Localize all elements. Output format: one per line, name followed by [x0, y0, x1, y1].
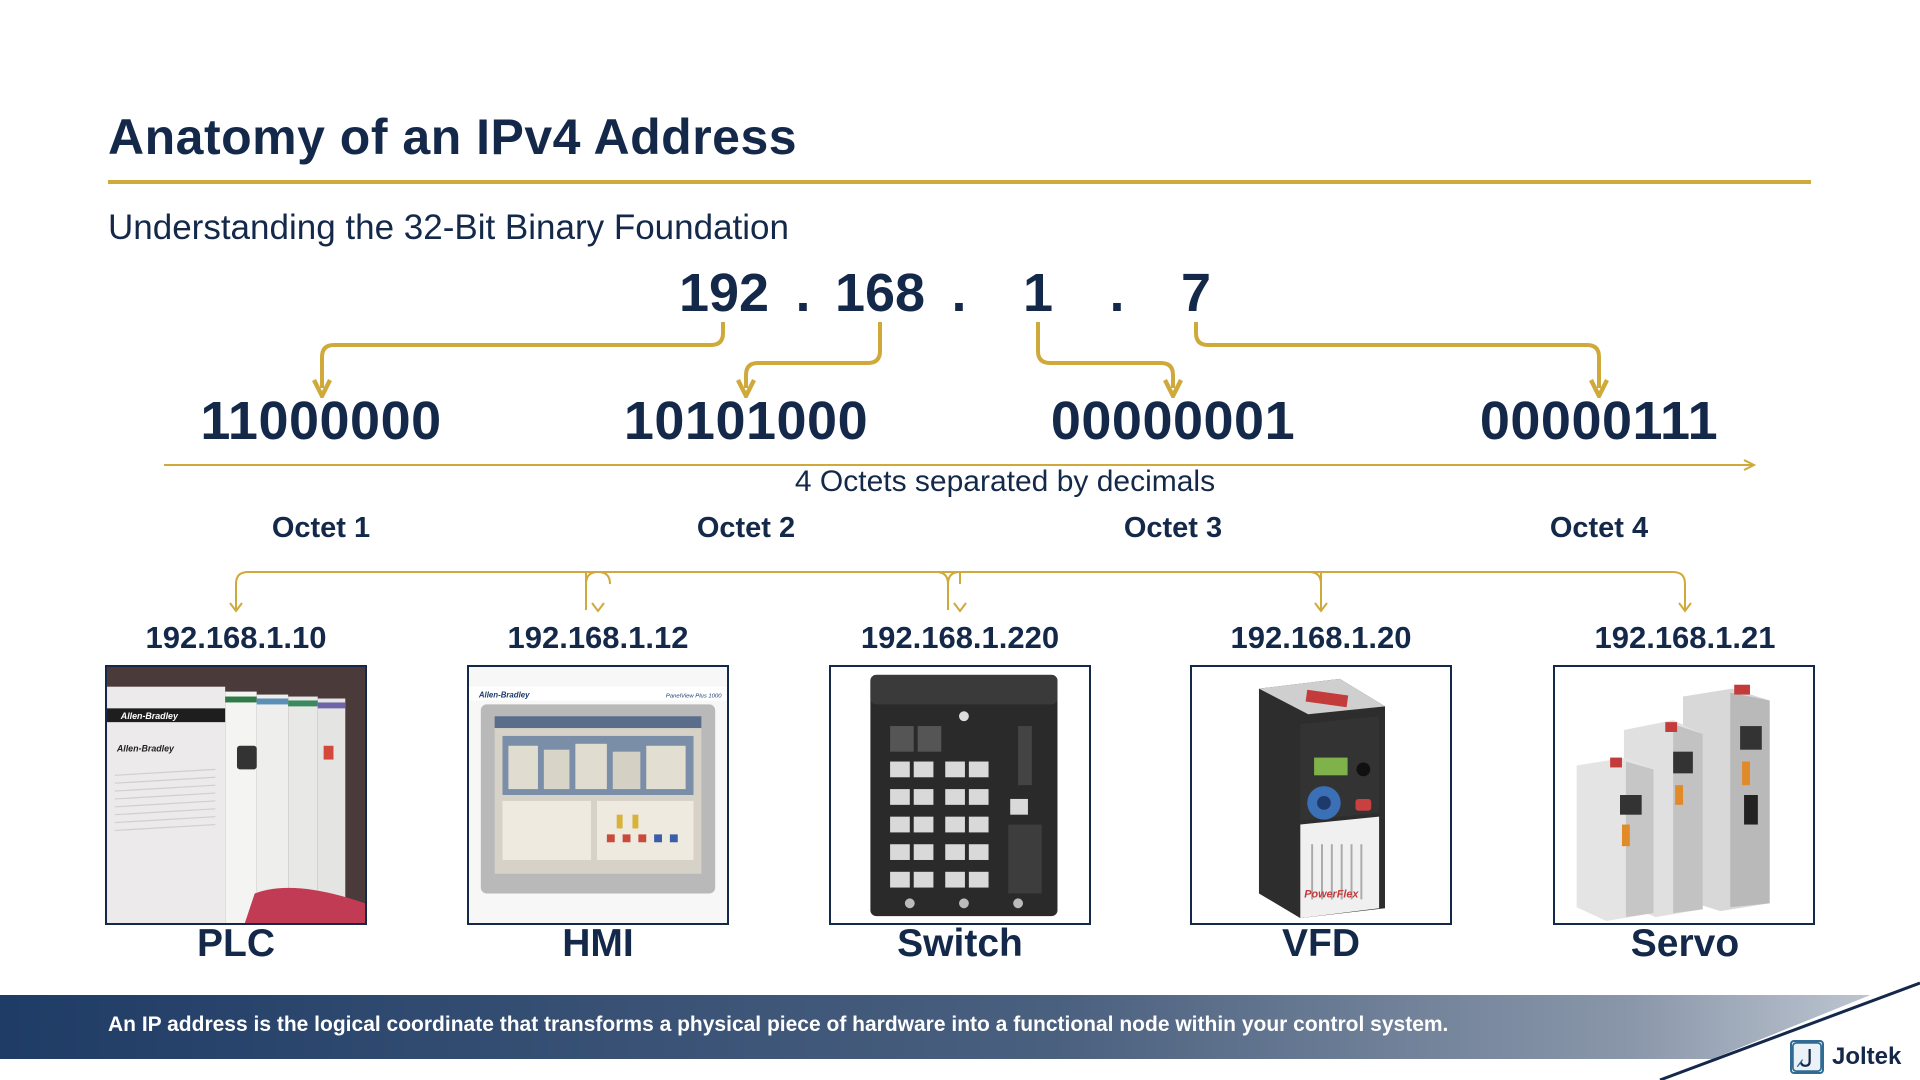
slide-subtitle: Understanding the 32-Bit Binary Foundati… [108, 208, 789, 247]
logo-text: Joltek [1832, 1043, 1902, 1070]
plc-brand-label-1: Allen-Bradley [120, 711, 179, 721]
arrow-octet-2 [746, 322, 882, 388]
device-name-vfd: VFD [1282, 922, 1360, 965]
binary-octet-2: 10101000 [623, 391, 869, 451]
switch-image [829, 665, 1091, 925]
device-ip-switch: 192.168.1.220 [860, 620, 1060, 655]
plc-brand-label-2: Allen-Bradley [116, 744, 175, 754]
hmi-brand-label: Allen-Bradley [478, 691, 530, 700]
ip-octet-1: 192 [678, 263, 770, 323]
device-name-servo: Servo [1630, 922, 1740, 965]
octet-label-3: Octet 3 [1123, 512, 1223, 544]
octet-label-1: Octet 1 [271, 512, 371, 544]
joltek-logo-icon [1790, 1040, 1824, 1074]
plc-illustration: Allen-Bradley Allen-Bradley [107, 667, 365, 923]
ip-dot-1: . [795, 263, 811, 323]
device-ip-vfd: 192.168.1.20 [1230, 620, 1412, 655]
hmi-image: Allen-Bradley PanelView Plus 1000 [467, 665, 729, 925]
binary-octet-3: 00000001 [1050, 391, 1296, 451]
hmi-model-label: PanelView Plus 1000 [666, 694, 722, 700]
plc-image: Allen-Bradley Allen-Bradley [105, 665, 367, 925]
octet-label-4: Octet 4 [1549, 512, 1649, 544]
footer-bar [0, 995, 1920, 1059]
device-name-switch: Switch [897, 922, 1023, 965]
footer-caption: An IP address is the logical coordinate … [108, 1013, 1449, 1036]
servo-illustration [1555, 667, 1813, 923]
vfd-brand-label: PowerFlex [1304, 888, 1359, 900]
ip-octet-4: 7 [1180, 263, 1212, 323]
axis-caption: 4 Octets separated by decimals [794, 465, 1216, 498]
arrow-octet-4 [1194, 322, 1599, 388]
hmi-illustration: Allen-Bradley PanelView Plus 1000 [469, 667, 727, 923]
device-bus [235, 571, 1686, 610]
ip-octet-3: 1 [1022, 263, 1054, 323]
ip-octet-2: 168 [834, 263, 926, 323]
arrow-octet-1 [322, 322, 725, 388]
device-name-plc: PLC [197, 922, 275, 965]
ip-dot-3: . [1109, 263, 1125, 323]
vfd-illustration: PowerFlex [1192, 667, 1450, 923]
device-ip-plc: 192.168.1.10 [145, 620, 327, 655]
binary-octet-4: 00000111 [1479, 391, 1719, 451]
servo-image [1553, 665, 1815, 925]
footer-corner-decoration [1659, 975, 1920, 1080]
slide-title: Anatomy of an IPv4 Address [108, 109, 798, 165]
title-underline [108, 180, 1811, 184]
vfd-image: PowerFlex [1190, 665, 1452, 925]
arrow-octet-3 [1036, 322, 1173, 388]
joltek-logo: Joltek [1790, 1040, 1901, 1074]
device-name-hmi: HMI [562, 922, 634, 965]
ip-dot-2: . [951, 263, 967, 323]
octet-label-2: Octet 2 [696, 512, 796, 544]
switch-illustration [831, 667, 1089, 923]
device-ip-servo: 192.168.1.21 [1594, 620, 1776, 655]
binary-octet-1: 11000000 [200, 391, 442, 451]
device-ip-hmi: 192.168.1.12 [507, 620, 689, 655]
